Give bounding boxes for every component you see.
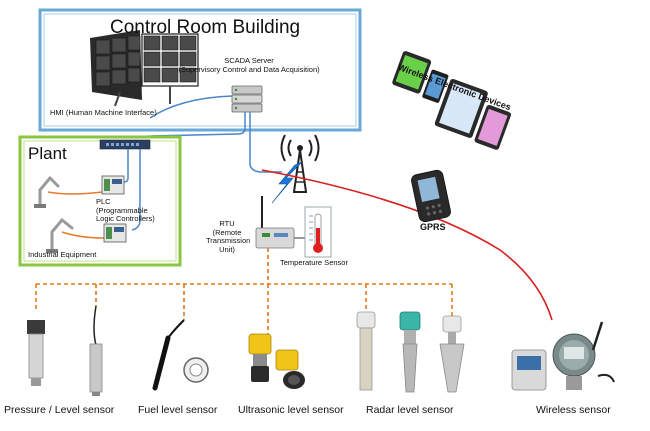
level-probe-icon — [89, 305, 103, 396]
scada-server-name: SCADA Server — [224, 56, 274, 65]
control-room-title: Control Room Building — [110, 17, 301, 38]
sensor-bus — [35, 248, 453, 334]
wireless-devices-icon — [392, 51, 511, 150]
industrial-robot-icon — [38, 176, 74, 252]
fuel-level-sensor-icon — [152, 319, 209, 391]
fuel-level-sensor-label: Fuel level sensor — [138, 404, 218, 416]
rtu-label-line1: RTU — [219, 219, 235, 228]
hmi-monitor-wall-icon — [90, 30, 199, 107]
hmi-label: HMI (Human Machine Interface) — [50, 108, 157, 117]
radar-level-sensor-label: Radar level sensor — [366, 404, 454, 416]
wireless-sensor-label: Wireless sensor — [536, 404, 611, 416]
thermometer-icon — [304, 206, 332, 258]
wireless-link — [261, 169, 553, 321]
radar-sensor-icon — [356, 311, 465, 393]
plc-label-line1: PLC — [96, 197, 111, 206]
network-switch-icon — [99, 139, 151, 150]
plc-label-line3: Logic Controllers) — [96, 214, 155, 224]
plant-box — [18, 135, 182, 267]
pressure-level-sensor-label: Pressure / Level sensor — [4, 404, 115, 416]
scada-server-label: SCADA Server (Supervisory Control and Da… — [164, 56, 334, 74]
scada-server-description: (Supervisory Control and Data Acquisitio… — [178, 64, 320, 74]
plc-unit-icon — [101, 175, 127, 243]
rtu-label: RTU (Remote Transmission Unit) — [206, 219, 251, 255]
industrial-equipment-label: Industrial Equipment — [28, 250, 97, 259]
plc-label: PLC (Programmable Logic Controllers) — [96, 197, 155, 224]
rtu-device-icon — [255, 196, 295, 249]
radio-tower-icon — [271, 134, 320, 204]
gprs-phone-icon — [411, 169, 451, 223]
robot-base-icon — [34, 204, 58, 253]
pressure-sensor-icon — [27, 320, 45, 386]
wireless-sensor-icon — [511, 321, 615, 391]
plant-title: Plant — [28, 144, 67, 163]
rtu-label-line2: (Remote — [212, 227, 242, 237]
server-to-tower-cable — [249, 112, 282, 173]
temperature-sensor-label: Temperature Sensor — [280, 258, 348, 267]
hmi-cable — [149, 95, 233, 119]
scada-server-icon — [231, 85, 263, 113]
ultrasonic-sensor-icon — [248, 333, 305, 389]
ultrasonic-level-sensor-label: Ultrasonic level sensor — [238, 404, 344, 416]
rtu-label-line4: Unit) — [219, 244, 235, 254]
switch-to-plc2-cable — [131, 149, 141, 231]
robot2-cable — [61, 231, 105, 239]
robot1-cable — [47, 191, 103, 195]
rtu-label-line3: Transmission — [206, 236, 251, 246]
plc-label-line2: (Programmable — [96, 205, 148, 215]
gprs-label: GPRS — [420, 222, 446, 232]
